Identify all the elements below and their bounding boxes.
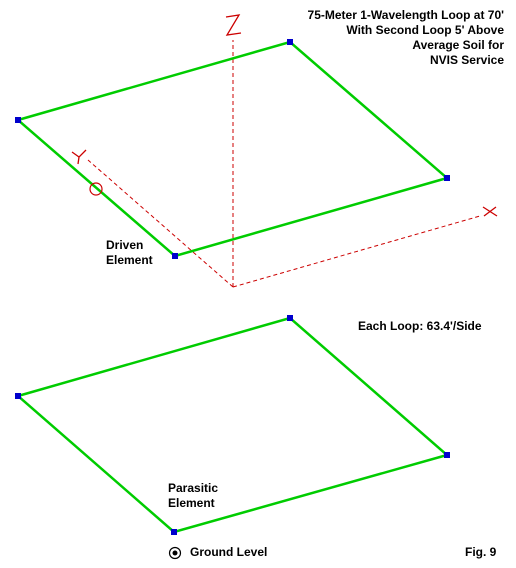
parasitic-label-line-2: Element — [168, 496, 215, 510]
loop-size-label: Each Loop: 63.4'/Side — [358, 319, 482, 333]
driven-node — [444, 175, 450, 181]
driven-label-line-1: Driven — [106, 238, 144, 252]
x-axis-glyph — [482, 206, 498, 217]
parasitic-node — [171, 529, 177, 535]
source-marker — [89, 182, 103, 196]
driven-loop — [15, 39, 450, 259]
title-line-2: With Second Loop 5' Above — [346, 23, 504, 37]
parasitic-node — [15, 393, 21, 399]
parasitic-node — [444, 452, 450, 458]
title-line-4: NVIS Service — [429, 53, 504, 67]
z-axis-glyph — [225, 14, 242, 36]
driven-element-label: Driven Element — [106, 238, 153, 268]
driven-node — [15, 117, 21, 123]
figure-title: 75-Meter 1-Wavelength Loop at 70' With S… — [308, 8, 504, 68]
ground-level-label: Ground Level — [190, 545, 268, 559]
figure-number: Fig. 9 — [465, 545, 497, 559]
parasitic-node — [287, 315, 293, 321]
y-axis-glyph — [71, 149, 87, 165]
parasitic-loop — [15, 315, 450, 535]
parasitic-element-label: Parasitic Element — [168, 481, 218, 511]
x-axis — [232, 215, 481, 288]
title-line-1: 75-Meter 1-Wavelength Loop at 70' — [307, 8, 504, 22]
driven-label-line-2: Element — [106, 253, 153, 267]
ground-level-icon — [168, 546, 182, 560]
driven-node — [172, 253, 178, 259]
driven-node — [287, 39, 293, 45]
parasitic-loop-wire — [15, 316, 450, 534]
axes — [71, 14, 498, 288]
parasitic-label-line-1: Parasitic — [168, 481, 219, 495]
title-line-3: Average Soil for — [412, 38, 504, 52]
